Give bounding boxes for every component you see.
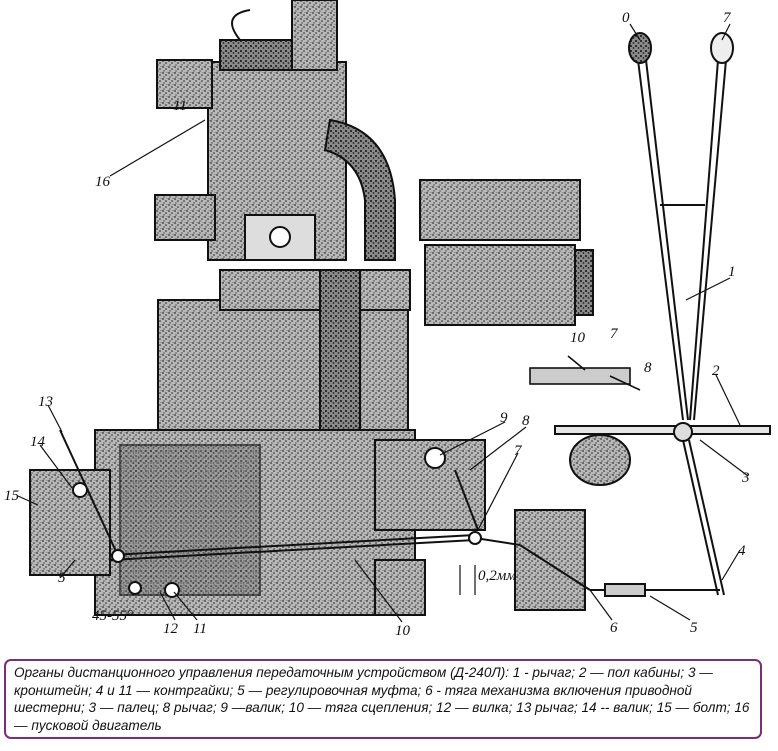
dimension-angle: 45-55° [92,608,133,624]
callout-5: 5 [690,620,698,636]
callout-16: 16 [95,174,111,190]
callout-7-top: 7 [723,10,732,26]
linkage-rods [59,429,521,598]
callout-labels: 0 7 1 2 3 4 5 6 7 10 8 9 8 7 10 11 12 11… [4,10,750,639]
callout-7: 7 [514,443,523,459]
callout-15: 15 [4,488,20,504]
callout-13: 13 [38,394,53,410]
callout-12: 12 [163,621,179,637]
callout-10-inset: 10 [570,330,586,346]
callout-11: 11 [193,621,207,637]
engine-control-diagram: 0 7 1 2 3 4 5 6 7 10 8 9 8 7 10 11 12 11… [4,0,771,639]
callout-0: 0 [622,10,630,26]
dimension-gap: 0,2мм [478,568,516,584]
callout-11-top: 11 [173,98,187,114]
engine-block [157,269,411,441]
callout-4: 4 [738,543,746,559]
callout-1: 1 [728,264,736,280]
starter-engine [154,0,396,261]
callout-14: 14 [30,434,46,450]
callout-7-inset: 7 [610,326,619,342]
control-levers [519,32,734,597]
callout-3: 3 [741,470,750,486]
callout-8: 8 [522,413,530,429]
callout-5-left: 5 [58,570,66,586]
inset-detail [529,355,641,391]
callout-10: 10 [395,623,411,639]
starter-motor [419,179,594,326]
callout-9: 9 [500,410,508,426]
caption-box: Органы дистанционного управления передат… [4,659,762,739]
transmission-housing [29,429,631,616]
callout-2: 2 [712,363,720,379]
cabin-floor [554,425,771,435]
caption-text: Органы дистанционного управления передат… [14,665,750,733]
callout-6: 6 [610,620,618,636]
callout-8-inset: 8 [644,360,652,376]
leader-lines [17,23,749,623]
